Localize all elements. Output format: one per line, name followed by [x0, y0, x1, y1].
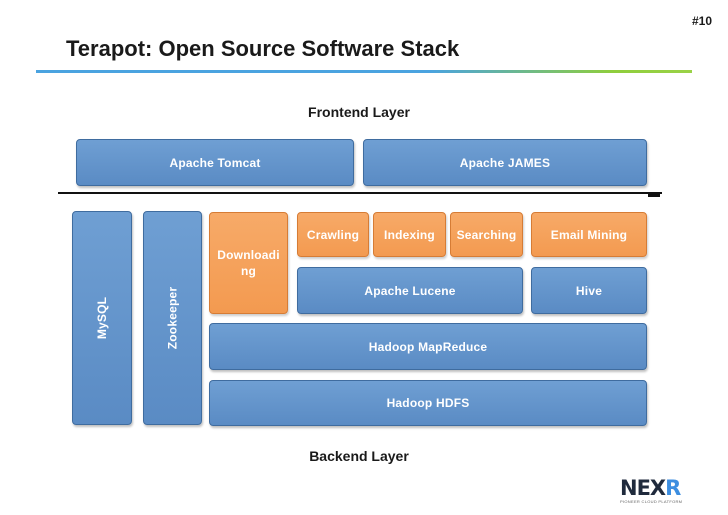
searching-box: Searching [450, 212, 523, 257]
apache-lucene-box: Apache Lucene [297, 267, 523, 314]
apache-tomcat-box: Apache Tomcat [76, 139, 354, 186]
slide-title: Terapot: Open Source Software Stack [66, 36, 460, 61]
nexr-logo: NEXR PIONEER CLOUD PLATFORM [620, 477, 690, 507]
zookeeper-box: Zookeeper [143, 211, 202, 425]
title-underline [36, 70, 692, 73]
hadoop-mapreduce-box: Hadoop MapReduce [209, 323, 647, 370]
logo-tagline: PIONEER CLOUD PLATFORM [620, 499, 683, 504]
layer-separator-tick [648, 193, 660, 197]
email-mining-box: Email Mining [531, 212, 647, 257]
layer-separator-line [58, 192, 662, 194]
zookeeper-label: Zookeeper [165, 286, 180, 350]
logo-wordmark: NEXR [620, 476, 681, 500]
hive-box: Hive [531, 267, 647, 314]
crawling-box: Crawling [297, 212, 369, 257]
hadoop-hdfs-box: Hadoop HDFS [209, 380, 647, 426]
mysql-label: MySQL [95, 296, 109, 340]
mysql-box: MySQL [72, 211, 132, 425]
slide-number: #10 [691, 14, 712, 28]
apache-james-box: Apache JAMES [363, 139, 647, 186]
indexing-box: Indexing [373, 212, 446, 257]
backend-layer-label: Backend Layer [309, 448, 409, 464]
frontend-layer-label: Frontend Layer [308, 104, 410, 120]
downloading-box: Downloadi ng [209, 212, 288, 314]
